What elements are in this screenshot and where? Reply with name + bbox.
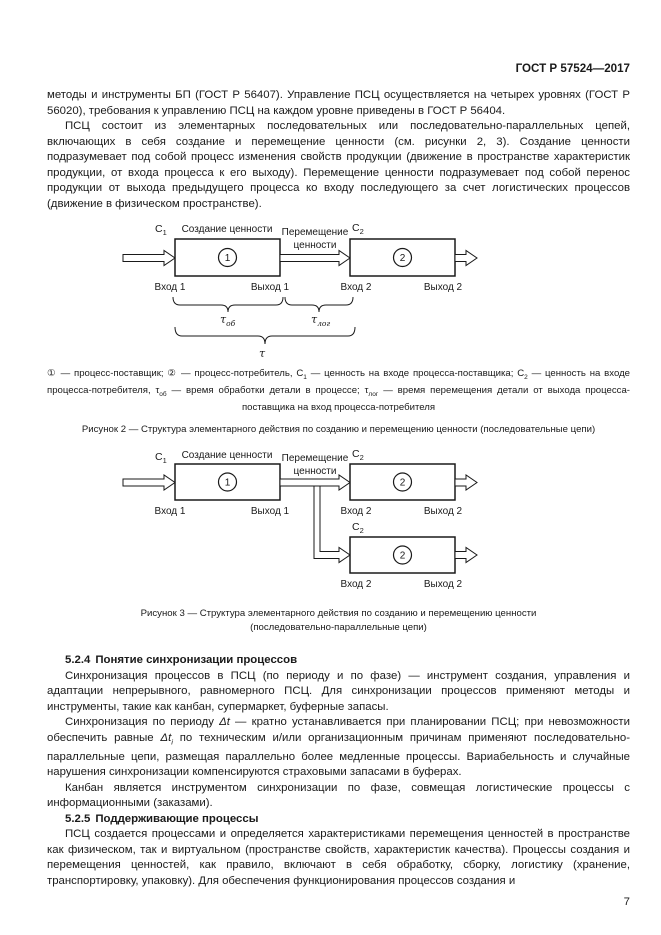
body-paragraph-sync-1: Синхронизация процессов в ПСЦ (по период…	[47, 669, 630, 713]
label-tau-ob: τоб	[220, 313, 236, 328]
process-2-lower-circle	[392, 545, 413, 565]
label-output-2: Выход 2	[424, 282, 463, 293]
label-input-2: Вход 2	[341, 282, 372, 293]
value-c2-label: C2	[352, 222, 364, 236]
value-movement-label-line2: ценности	[294, 240, 337, 251]
output-arrow-upper	[454, 474, 478, 492]
label-output-2-upper: Выход 2	[424, 506, 463, 517]
label-tau-total: τ	[259, 347, 266, 360]
figure-3-caption: Рисунок 3 — Структура элементарного дейс…	[140, 608, 537, 633]
figure-3-diagram: C1 Создание ценности Перемещение ценност…	[122, 448, 478, 590]
body-paragraph-sync-2: Синхронизация по периоду Δt — кратно уст…	[47, 716, 631, 779]
process-1-circle	[217, 247, 238, 268]
value-movement-label-line1: Перемещение	[282, 227, 349, 238]
label-input-1: Вход 1	[155, 506, 186, 517]
process-1-number: 1	[225, 253, 231, 264]
movement-arrow	[279, 249, 351, 267]
value-creation-label: Создание ценности	[182, 450, 273, 461]
movement-arrow-branch-lower	[313, 485, 351, 564]
value-movement-label-line1: Перемещение	[282, 453, 349, 464]
document-header: ГОСТ Р 57524—2017	[515, 62, 630, 75]
body-paragraph-2: ПСЦ состоит из элементарных последовател…	[47, 120, 630, 210]
process-2-upper-number: 2	[400, 478, 406, 489]
figure-legend: ① — процесс-поставщик; ② — процесс-потре…	[47, 368, 631, 413]
value-c2-upper-label: C2	[352, 448, 364, 462]
process-2-circle	[392, 247, 413, 268]
body-paragraph-support: ПСЦ создается процессами и определяется …	[47, 828, 630, 887]
label-output-2-lower: Выход 2	[424, 579, 463, 590]
label-input-1: Вход 1	[155, 282, 186, 293]
label-output-1: Выход 1	[251, 282, 290, 293]
process-2-lower-number: 2	[400, 551, 406, 562]
output-arrow-lower	[454, 546, 478, 564]
page-number: 7	[623, 896, 630, 909]
process-2-number: 2	[400, 253, 406, 264]
brace-logistics-time	[284, 296, 354, 313]
process-2-upper-circle	[392, 472, 413, 492]
label-input-2-lower: Вход 2	[341, 579, 372, 590]
brace-processing-time	[172, 296, 284, 313]
label-output-1: Выход 1	[251, 506, 290, 517]
figure-2-caption: Рисунок 2 — Структура элементарного дейс…	[81, 423, 596, 435]
figure-2-diagram: C1 Создание ценности Перемещение ценност…	[122, 222, 478, 360]
delta-t-symbol: Δt	[219, 716, 230, 729]
body-paragraph-1: методы и инструменты БП (ГОСТ Р 56407). …	[47, 89, 630, 117]
label-input-2-upper: Вход 2	[341, 506, 372, 517]
label-tau-log: τлог	[311, 313, 330, 328]
process-1-number: 1	[225, 478, 231, 489]
value-c1-label: C1	[155, 223, 167, 237]
process-1-circle	[217, 472, 238, 492]
delta-t-i-symbol: Δti	[160, 731, 173, 747]
brace-total-time	[174, 326, 356, 345]
input-arrow	[122, 474, 176, 492]
value-movement-label-line2: ценности	[294, 466, 337, 477]
output-arrow	[454, 249, 478, 267]
body-paragraph-kanban: Канбан является инструментом синхронизац…	[47, 781, 630, 810]
value-creation-label: Создание ценности	[182, 224, 273, 235]
movement-arrow-upper	[279, 474, 351, 492]
value-c2-lower-label: C2	[352, 521, 364, 535]
value-c1-label: C1	[155, 451, 167, 465]
input-arrow	[122, 249, 176, 267]
